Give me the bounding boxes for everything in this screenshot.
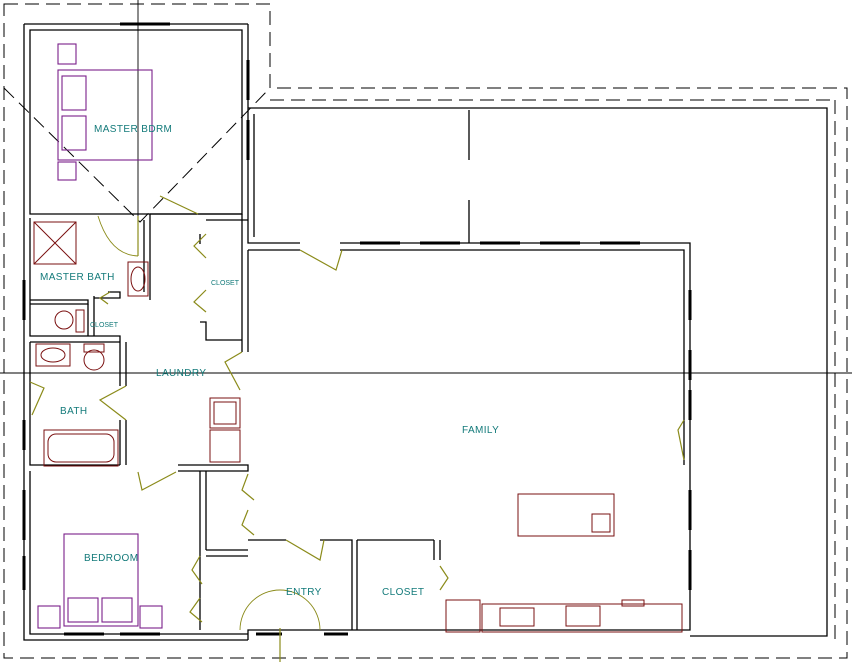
room-label-bath: BATH	[60, 406, 88, 417]
room-label-entry: ENTRY	[286, 587, 322, 598]
room-label-master-bath: MASTER BATH	[40, 272, 115, 283]
room-label-closet-master-bath: CLOSET	[90, 322, 119, 329]
room-label-closet-entry: CLOSET	[382, 587, 424, 598]
room-label-family: FAMILY	[462, 425, 499, 436]
reference-lines	[0, 0, 852, 374]
room-label-closet-hall: CLOSET	[211, 280, 240, 287]
furniture	[37, 43, 163, 629]
room-label-master-bdrm: MASTER BDRM	[94, 124, 172, 135]
windows	[22, 22, 692, 636]
fixtures	[33, 221, 683, 633]
room-label-laundry: LAUNDRY	[156, 368, 206, 379]
room-label-bedroom: BEDROOM	[84, 553, 138, 564]
doors	[29, 195, 685, 662]
interior-walls	[30, 108, 685, 630]
roof-outline	[3, 3, 848, 659]
exterior-walls	[23, 23, 828, 641]
